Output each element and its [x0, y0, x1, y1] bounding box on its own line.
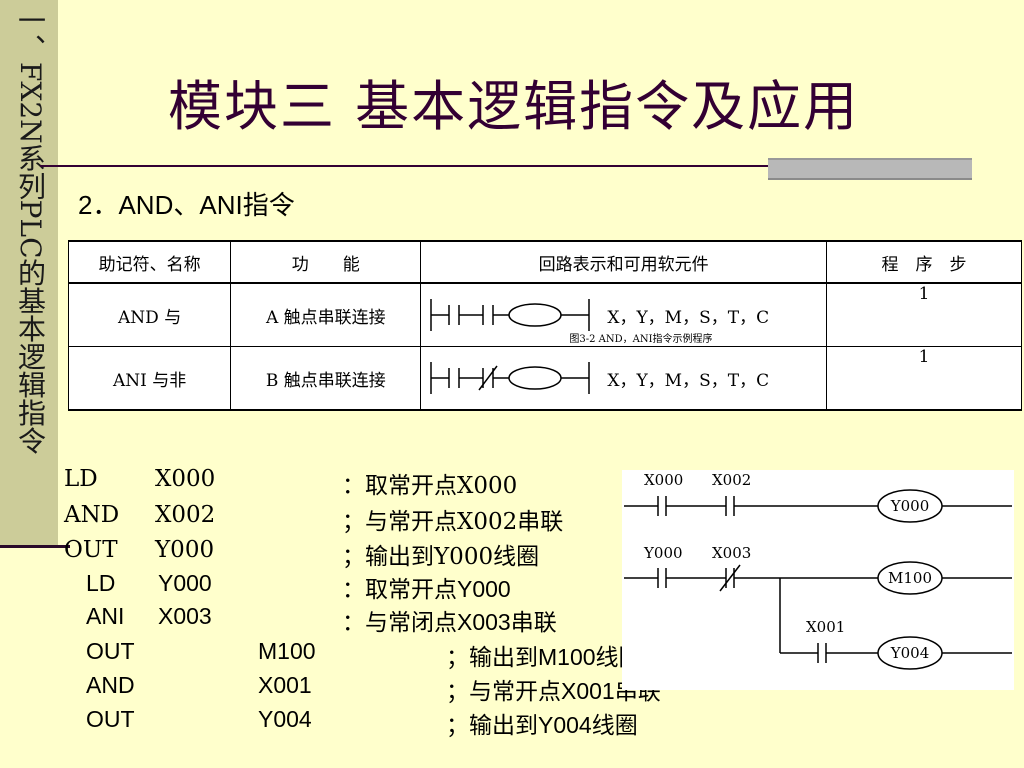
program-comment: ；输出到M100线圈: [446, 644, 642, 670]
program-operand: X000: [155, 466, 216, 492]
program-operand: X003: [158, 603, 212, 629]
figure-caption: 图3-2 AND，ANI指令示例程序: [569, 334, 713, 345]
ani-contact-symbol: [430, 362, 591, 394]
program-op: LD: [64, 466, 98, 492]
table-header: 功 能: [230, 240, 422, 284]
program-operand: Y000: [155, 537, 215, 563]
program-comment: ；输出到Y000线圈: [342, 544, 540, 570]
program-comment: ；输出到Y004线圈: [446, 712, 638, 738]
program-op: OUT: [86, 706, 135, 732]
device-list: X，Y，M，S，T，C: [607, 370, 770, 391]
program-comment: ：与常闭点X003串联: [342, 609, 557, 635]
section-heading: 2．AND、ANI指令: [78, 190, 295, 220]
program-op: AND: [64, 502, 120, 528]
contact-label: X003: [712, 544, 751, 562]
step-cell: 1: [826, 283, 1022, 347]
program-operand: M100: [258, 638, 316, 664]
table-row: ANI 与非 B 触点串联连接: [67, 346, 1022, 411]
coil-label: M100: [888, 569, 932, 587]
program-comment: ：取常开点X000: [342, 473, 518, 499]
ladder-diagram-svg: X000 X002 Y000 Y000 X003 M100 X001 Y004: [624, 471, 1012, 670]
step-cell: 1: [826, 346, 1022, 411]
contact-label: X001: [806, 618, 845, 636]
program-comment: ；与常开点X002串联: [342, 509, 564, 535]
program-op: OUT: [86, 638, 135, 664]
table-row: AND 与 A 触点串联连接: [67, 283, 1022, 347]
accent-bar: [768, 158, 972, 180]
slide-title: 模块三 基本逻辑指令及应用: [168, 75, 860, 138]
contact-label: X002: [712, 471, 751, 489]
circuit-cell: X，Y，M，S，T，C: [420, 346, 827, 411]
program-operand: Y004: [258, 706, 312, 732]
device-list: X，Y，M，S，T，C: [607, 307, 770, 328]
sidebar: 一、FX2N系列PLC的基本逻辑指令: [0, 0, 58, 545]
contact-label: Y000: [643, 544, 683, 562]
contact-label: X000: [644, 471, 683, 489]
program-comment: ：取常开点Y000: [342, 576, 511, 602]
function-cell: A 触点串联连接: [230, 283, 422, 347]
program-op: AND: [86, 672, 135, 698]
coil-label: Y000: [890, 497, 930, 515]
instruction-table: 助记符、名称 功 能 回路表示和可用软元件 程 序 步 AND 与 A 触点串联…: [67, 240, 1022, 411]
program-op: OUT: [64, 537, 118, 563]
program-operand: Y000: [158, 570, 212, 596]
program-op: ANI: [86, 603, 125, 629]
sidebar-chapter-title: 一、FX2N系列PLC的基本逻辑指令: [14, 6, 47, 455]
sidebar-divider: [0, 545, 70, 548]
mnemonic-cell: AND 与: [67, 283, 232, 347]
table-header: 回路表示和可用软元件: [420, 240, 827, 284]
ladder-diagram: X000 X002 Y000 Y000 X003 M100 X001 Y004: [622, 470, 1014, 690]
and-contact-symbol: [430, 299, 591, 331]
function-cell: B 触点串联连接: [230, 346, 422, 411]
program-operand: X001: [258, 672, 312, 698]
coil-label: Y004: [890, 644, 930, 662]
program-op: LD: [86, 570, 116, 596]
table-header: 程 序 步: [826, 240, 1022, 284]
program-operand: X002: [155, 502, 216, 528]
title-underline: [40, 165, 775, 167]
table-header: 助记符、名称: [67, 240, 232, 284]
mnemonic-cell: ANI 与非: [67, 346, 232, 411]
circuit-cell: X，Y，M，S，T，C 图3-2 AND，ANI指令示例程序: [420, 283, 827, 347]
table-header-row: 助记符、名称 功 能 回路表示和可用软元件 程 序 步: [67, 240, 1022, 284]
